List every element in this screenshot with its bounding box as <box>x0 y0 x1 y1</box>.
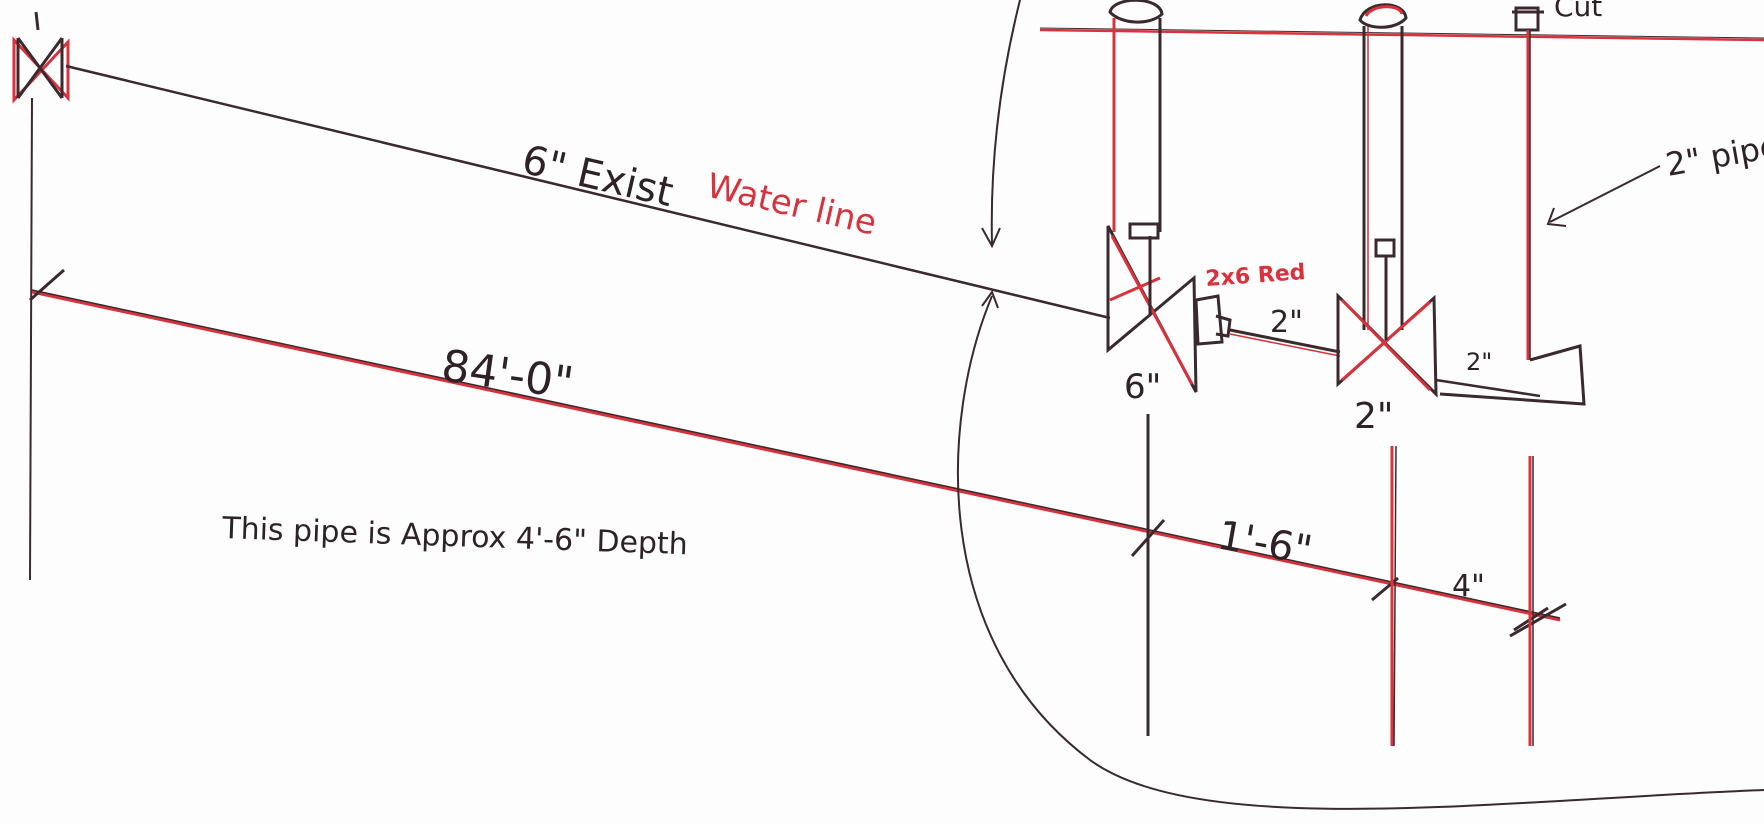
pipe-riser-1 <box>1108 0 1164 232</box>
dimension-witness-lines <box>1146 414 1534 747</box>
pipe-2in-after <box>1435 378 1541 398</box>
label-pipe-2in-after: 2" <box>1466 348 1492 376</box>
pipe-callout-arrow <box>1549 165 1661 223</box>
top-arrowhead <box>981 227 1001 249</box>
label-6in-exist: 6" Exist <box>518 137 678 216</box>
label-top-right-partial: Cut <box>1554 0 1602 23</box>
pipe-callout-arrowhead <box>1546 207 1567 227</box>
label-valve-2in: 2" <box>1354 396 1393 437</box>
arc-arrowhead <box>981 289 999 309</box>
existing-water-line <box>65 64 1111 320</box>
label-dim-1ft6in: 1'-6" <box>1214 513 1315 575</box>
pipe-riser-2 <box>1358 3 1408 330</box>
gate-valve-2in <box>1336 238 1438 398</box>
label-dimension-84ft: 84'-0" <box>438 340 576 409</box>
label-pipe-2in-between: 2" <box>1270 305 1303 340</box>
left-gate-valve <box>12 11 70 104</box>
two-inch-pipe-riser <box>1439 6 1586 406</box>
pipe-2in-between <box>1229 328 1341 357</box>
label-water-line: Water line <box>703 166 880 244</box>
reducer-2x6 <box>1194 294 1232 346</box>
dimension-line-84ft <box>29 268 1567 638</box>
gate-valve-6in <box>1106 222 1198 393</box>
label-valve-6in: 6" <box>1124 367 1161 407</box>
curved-leader-arc <box>956 295 1764 810</box>
depth-note: This pipe is Approx 4'-6" Depth <box>221 511 689 562</box>
label-2in-pipe-callout: 2" pipe <box>1663 127 1764 184</box>
top-leader-arrow <box>990 0 1021 245</box>
left-witness-line <box>29 97 33 581</box>
label-reducer: 2x6 Red <box>1205 260 1307 292</box>
label-dim-4in: 4" <box>1452 569 1485 604</box>
